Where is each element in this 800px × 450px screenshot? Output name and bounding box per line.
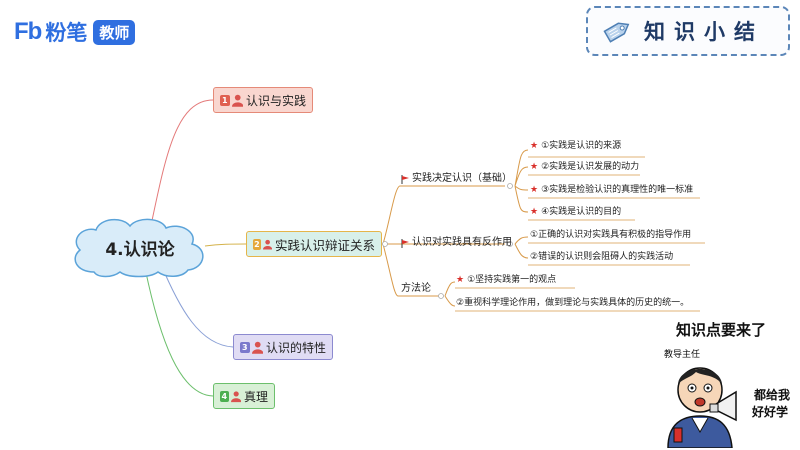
branch-3[interactable]: 3 认识的特性: [233, 334, 333, 360]
branch-4[interactable]: 4 真理: [213, 383, 275, 409]
summary-stamp: 知识小结: [586, 6, 790, 56]
star-icon: ★: [530, 141, 539, 151]
leaf-c1-text: ①坚持实践第一的观点: [467, 275, 557, 285]
branch-3-number: 3: [240, 341, 250, 353]
branch-3-label: 认识的特性: [265, 340, 326, 355]
person-icon: [251, 341, 263, 354]
flag-icon: [401, 174, 409, 184]
star-icon: ★: [530, 162, 539, 172]
leaf-a1: ★ ①实践是认识的来源: [530, 140, 621, 152]
center-cloud: [74, 218, 204, 278]
connector-leaves-c: [444, 281, 456, 307]
leaf-a2-text: ②实践是认识发展的动力: [541, 162, 640, 172]
connector-sub-c: [382, 243, 440, 297]
stamp-title: 知识小结: [644, 19, 764, 44]
star-icon: ★: [530, 207, 539, 217]
leaf-c2: ②重视科学理论作用，做到理论与实践具体的历史的统一。: [456, 297, 689, 309]
brand-name: 粉笔: [45, 21, 88, 45]
sub-branch-b-label: 认识对实践具有反作用: [412, 237, 512, 248]
sub-branch-c[interactable]: 方法论: [401, 283, 431, 295]
brand-logo-mark: Fb: [14, 18, 42, 45]
sub-branch-c-label: 方法论: [401, 283, 431, 294]
branch-2-number: 2: [253, 238, 261, 250]
leaf-b2: ②错误的认识则会阻碍人的实践活动: [530, 251, 673, 263]
leaf-b2-text: ②错误的认识则会阻碍人的实践活动: [530, 252, 674, 262]
person-icon: [231, 94, 243, 107]
flag-icon: [401, 238, 409, 248]
branch-2[interactable]: 2 实践认识辩证关系: [246, 231, 382, 257]
teacher-illustration-icon: [667, 367, 737, 448]
connector-leaves-a: [514, 149, 529, 213]
sub-branch-a[interactable]: 实践决定认识（基础）: [401, 173, 512, 185]
person-icon: [230, 390, 241, 402]
callout-speech-line2: 好好学: [752, 405, 789, 419]
branch-1-number: 1: [220, 94, 230, 106]
leaf-a1-text: ①实践是认识的来源: [541, 141, 622, 151]
brand-logo: Fb 粉笔 教师: [14, 18, 136, 46]
connector-sub-a: [382, 185, 505, 245]
branch-1[interactable]: 1 认识与实践: [213, 87, 313, 113]
branch-4-label: 真理: [243, 389, 268, 404]
sub-branch-b[interactable]: 认识对实践具有反作用: [401, 237, 512, 249]
star-icon: ★: [456, 275, 465, 285]
brand-tag: 教师: [93, 19, 136, 45]
connector-branch1: [149, 99, 214, 231]
leaf-a2: ★ ②实践是认识发展的动力: [530, 161, 639, 173]
center-topic: 4.认识论: [105, 239, 175, 260]
connector-branch4: [144, 267, 214, 397]
connector-branch2: [204, 243, 247, 247]
leaf-a4-text: ④实践是认识的目的: [541, 207, 622, 217]
leaf-b1: ①正确的认识对实践具有积极的指导作用: [530, 229, 691, 241]
connector-branch3: [159, 261, 234, 348]
leaf-a3-text: ③实践是检验认识的真理性的唯一标准: [541, 185, 694, 195]
branch-1-label: 认识与实践: [245, 93, 306, 108]
callout-speech-line1: 都给我: [754, 388, 791, 402]
branch-4-number: 4: [220, 390, 229, 402]
branch-2-label: 实践认识辩证关系: [274, 237, 375, 253]
callout-role: 教导主任: [664, 350, 701, 360]
leaf-c2-text: ②重视科学理论作用，做到理论与实践具体的历史的统一。: [456, 298, 690, 308]
callout-headline: 知识点要来了: [676, 321, 767, 339]
leaf-a3: ★ ③实践是检验认识的真理性的唯一标准: [530, 184, 693, 196]
tag-icon: [603, 22, 630, 43]
connector-leaves-b: [514, 236, 529, 259]
star-icon: ★: [530, 185, 539, 195]
person-icon: [262, 239, 272, 250]
leaf-b1-text: ①正确的认识对实践具有积极的指导作用: [530, 230, 692, 240]
leaf-c1: ★ ①坚持实践第一的观点: [456, 274, 556, 286]
sub-branch-a-label: 实践决定认识（基础）: [412, 173, 512, 184]
leaf-a4: ★ ④实践是认识的目的: [530, 206, 621, 218]
